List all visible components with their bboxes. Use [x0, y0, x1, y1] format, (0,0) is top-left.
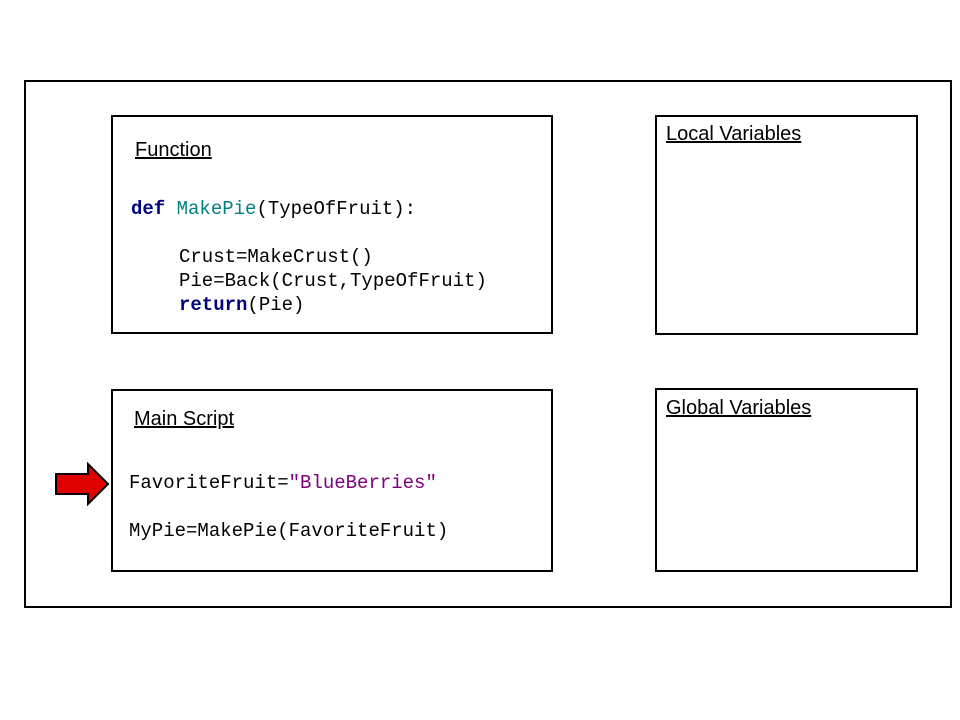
function-code: def MakePie(TypeOfFruit): [131, 197, 416, 221]
function-title: Function [135, 139, 212, 161]
def-keyword: def [131, 198, 166, 220]
code-line-crust-text: Crust=MakeCrust() [179, 246, 373, 268]
diagram-frame [24, 80, 952, 608]
main-code-line-1: FavoriteFruit="BlueBerries" [129, 471, 437, 495]
execution-pointer-arrow-icon [55, 462, 110, 506]
code-line-crust: Crust=MakeCrust() [179, 245, 373, 269]
code-line-return: return(Pie) [179, 293, 304, 317]
main-code-line-2-text: MyPie=MakePie(FavoriteFruit) [129, 520, 449, 542]
local-variables-panel: Local Variables [655, 115, 918, 335]
string-literal: "BlueBerries" [288, 472, 437, 494]
function-panel: Function def MakePie(TypeOfFruit): Crust… [111, 115, 553, 334]
main-script-title: Main Script [134, 408, 235, 430]
return-keyword: return [179, 294, 248, 316]
return-value: (Pie) [247, 294, 305, 316]
function-name: MakePie [176, 198, 257, 220]
main-code-line-2: MyPie=MakePie(FavoriteFruit) [129, 519, 448, 543]
global-variables-title: Global Variables [666, 397, 812, 419]
code-line-pie-text: Pie=Back(Crust,TypeOfFruit) [179, 270, 487, 292]
local-variables-title: Local Variables [666, 123, 802, 145]
global-variables-panel: Global Variables [655, 388, 918, 572]
function-params: (TypeOfFruit): [256, 198, 417, 220]
code-line-pie: Pie=Back(Crust,TypeOfFruit) [179, 269, 487, 293]
main-script-panel: Main Script FavoriteFruit="BlueBerries" … [111, 389, 553, 572]
assignment-target: FavoriteFruit= [129, 472, 289, 494]
